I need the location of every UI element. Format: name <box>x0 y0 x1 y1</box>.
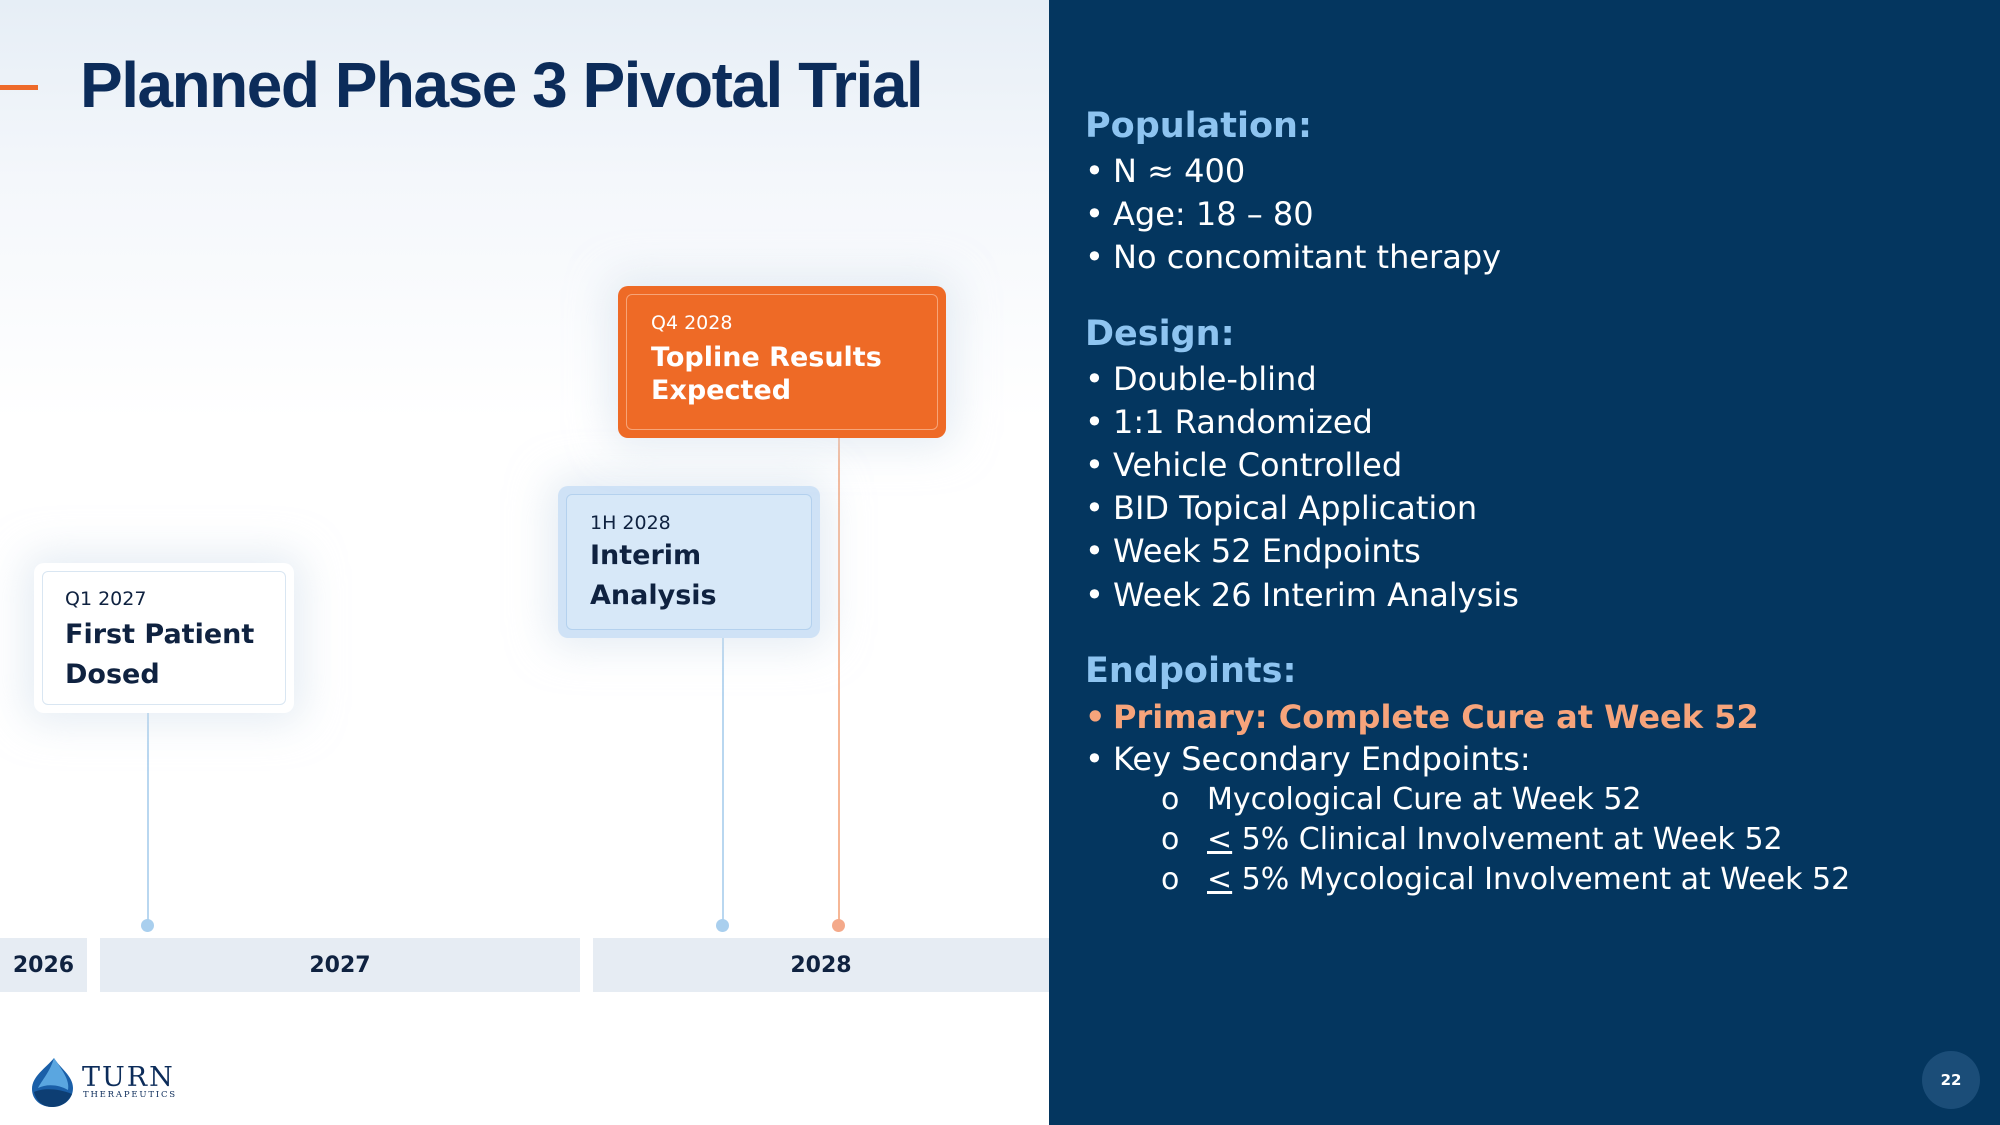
milestone-card-border <box>566 494 812 630</box>
design-item: •Week 52 Endpoints <box>1085 532 1421 570</box>
page-number-badge: 22 <box>1922 1051 1980 1109</box>
primary-endpoint: •Primary: Complete Cure at Week 52 <box>1085 698 1759 736</box>
design-item: •BID Topical Application <box>1085 489 1478 527</box>
sub-bullet-icon: o <box>1161 862 1180 897</box>
secondary-endpoints-heading: •Key Secondary Endpoints: <box>1085 740 1531 778</box>
bullet-icon: • <box>1085 360 1104 398</box>
milestone-first-patient: Q1 2027 First Patient Dosed <box>34 563 294 713</box>
bullet-icon: • <box>1085 152 1104 190</box>
bullet-icon: • <box>1085 195 1104 233</box>
marker-first-patient <box>141 919 154 932</box>
sub-bullet-icon: o <box>1161 822 1180 857</box>
marker-topline <box>832 919 845 932</box>
bullet-icon: • <box>1085 740 1104 778</box>
logo-wordmark: TURN <box>82 1062 175 1093</box>
connector-topline <box>838 438 840 925</box>
connector-first-patient <box>147 713 149 925</box>
title-accent-bar <box>0 85 38 90</box>
page-title: Planned Phase 3 Pivotal Trial <box>80 49 924 121</box>
bullet-icon: • <box>1085 532 1104 570</box>
secondary-endpoint-item: o< 5% Mycological Involvement at Week 52 <box>1161 862 1851 897</box>
design-item: •Vehicle Controlled <box>1085 446 1403 484</box>
milestone-label: First Patient Dosed <box>65 619 255 690</box>
population-item: •No concomitant therapy <box>1085 238 1502 276</box>
timeline-panel: Planned Phase 3 Pivotal Trial Q1 2027 Fi… <box>0 0 1049 1125</box>
year-band-2027: 2027 <box>100 938 580 992</box>
endpoints-heading: Endpoints: <box>1085 651 1297 691</box>
bullet-icon: • <box>1085 446 1104 484</box>
less-equal-symbol: < <box>1207 862 1233 897</box>
sub-bullet-icon: o <box>1161 782 1180 817</box>
secondary-endpoint-item: o< 5% Clinical Involvement at Week 52 <box>1161 822 1783 857</box>
milestone-date: 1H 2028 <box>590 512 671 534</box>
bullet-icon: • <box>1085 403 1104 441</box>
milestone-label: Interim Analysis <box>590 540 717 611</box>
design-heading: Design: <box>1085 314 1235 354</box>
population-item: •N ≈ 400 <box>1085 152 1246 190</box>
milestone-date: Q4 2028 <box>651 312 733 334</box>
bullet-icon: • <box>1085 576 1104 614</box>
milestone-card-border <box>626 294 938 430</box>
year-band-2028: 2028 <box>593 938 1049 992</box>
milestone-card-border <box>42 571 286 705</box>
design-item: •1:1 Randomized <box>1085 403 1373 441</box>
design-item: •Double-blind <box>1085 360 1317 398</box>
population-heading: Population: <box>1085 106 1312 146</box>
year-band-2026: 2026 <box>0 938 87 992</box>
less-equal-symbol: < <box>1207 822 1233 857</box>
milestone-date: Q1 2027 <box>65 588 147 610</box>
marker-interim <box>716 919 729 932</box>
design-item: •Week 26 Interim Analysis <box>1085 576 1519 614</box>
bullet-icon: • <box>1085 238 1104 276</box>
milestone-interim-analysis: 1H 2028 Interim Analysis <box>558 486 820 638</box>
details-panel: Population: •N ≈ 400 •Age: 18 – 80 •No c… <box>1049 0 2000 1125</box>
bullet-icon: • <box>1085 489 1104 527</box>
bullet-icon: • <box>1085 698 1106 736</box>
logo-subtitle: THERAPEUTICS <box>83 1090 177 1100</box>
milestone-topline-results: Q4 2028 Topline Results Expected <box>618 286 946 438</box>
turn-logo-icon <box>32 1058 73 1107</box>
connector-interim <box>722 638 724 925</box>
population-item: •Age: 18 – 80 <box>1085 195 1314 233</box>
milestone-label: Topline Results Expected <box>651 342 882 406</box>
